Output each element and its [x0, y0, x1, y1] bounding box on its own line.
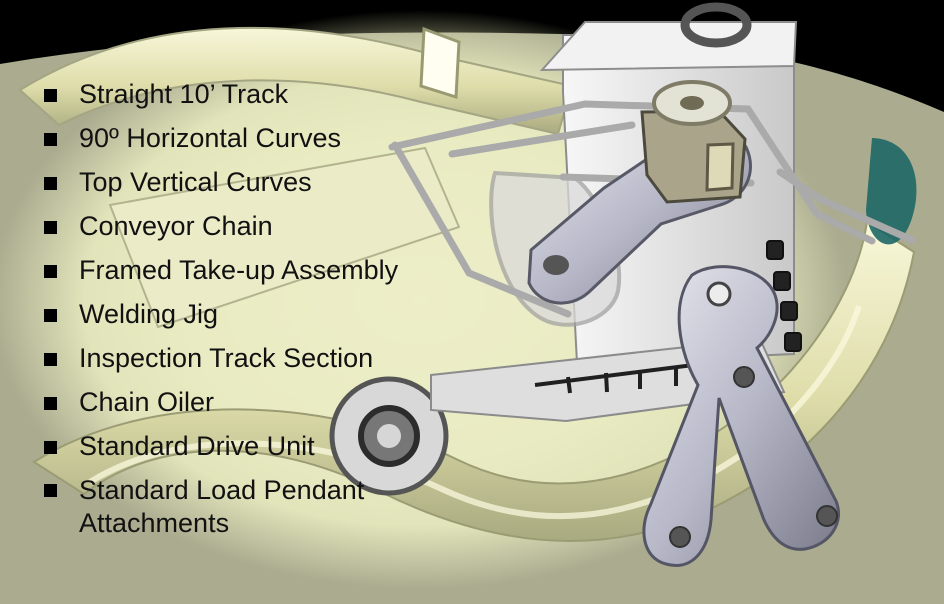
drive-wheel-center [377, 424, 401, 448]
right-teal-housing [866, 138, 917, 245]
bullet-text: Standard Drive Unit [79, 431, 315, 461]
machine-frame-lines [388, 100, 916, 318]
bullet-item-inspection-track: Inspection Track Section [44, 338, 474, 382]
bullet-item-chain-oiler: Chain Oiler [44, 382, 474, 426]
bullet-square-icon [44, 353, 57, 366]
bullet-square-icon [44, 397, 57, 410]
bullet-square-icon [44, 265, 57, 278]
bullet-square-icon [44, 133, 57, 146]
bullet-item-horizontal-curves: 90º Horizontal Curves [44, 118, 474, 162]
bullet-item-take-up-assembly: Framed Take-up Assembly [44, 250, 474, 294]
bullet-square-icon [44, 484, 57, 497]
trolley-roller-center [680, 96, 704, 110]
vertical-chain [766, 240, 802, 352]
bullet-text: Inspection Track Section [79, 343, 374, 373]
bullet-square-icon [44, 221, 57, 234]
bullet-text: 90º Horizontal Curves [79, 123, 341, 153]
bullet-text: Chain Oiler [79, 387, 215, 417]
pendant-center-hole [733, 366, 755, 388]
bullet-item-welding-jig: Welding Jig [44, 294, 474, 338]
bullet-square-icon [44, 441, 57, 454]
bullet-text: Framed Take-up Assembly [79, 255, 399, 285]
bullet-item-drive-unit: Standard Drive Unit [44, 426, 474, 470]
lower-pendant-attachment [642, 265, 840, 567]
component-bullet-list: Straight 10’ Track 90º Horizontal Curves… [44, 74, 474, 540]
bullet-text: Top Vertical Curves [79, 167, 312, 197]
left-straight-track [108, 146, 461, 329]
lifting-eye [680, 2, 752, 48]
upper-arm-pivot [543, 255, 569, 275]
pendant-left-hole [669, 526, 691, 548]
bullet-square-icon [44, 89, 57, 102]
pendant-upper-hole [706, 281, 732, 307]
track-end-opening [419, 26, 461, 100]
bullet-item-conveyor-chain: Conveyor Chain [44, 206, 474, 250]
machine-top-lid [539, 21, 798, 72]
bullet-item-load-pendant: Standard Load Pendant Attachments [44, 470, 474, 540]
bullet-text: Welding Jig [79, 299, 219, 329]
bullet-text: Straight 10’ Track [79, 79, 289, 109]
bullet-item-vertical-curves: Top Vertical Curves [44, 162, 474, 206]
bullet-square-icon [44, 177, 57, 190]
oiler-lines [534, 358, 734, 394]
trolley-slot [705, 142, 735, 192]
bullet-square-icon [44, 309, 57, 322]
bullet-text: Conveyor Chain [79, 211, 273, 241]
pendant-right-hole [816, 505, 838, 527]
lower-track-inner-edge [88, 305, 862, 520]
bullet-item-straight-track: Straight 10’ Track [44, 74, 474, 118]
bullet-text: Standard Load Pendant Attachments [79, 475, 365, 538]
